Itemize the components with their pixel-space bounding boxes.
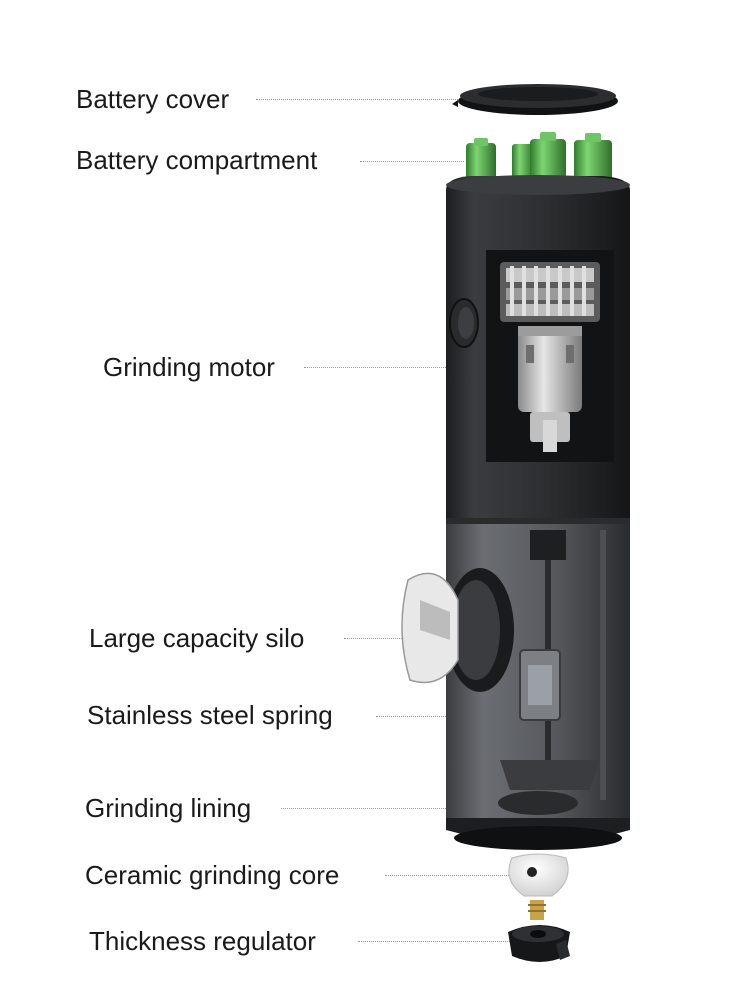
label-stainless-steel-spring: Stainless steel spring	[87, 700, 333, 730]
grinding-lining-part	[446, 791, 630, 850]
label-large-capacity-silo: Large capacity silo	[89, 623, 305, 653]
label-grinding-lining: Grinding lining	[85, 793, 252, 823]
battery-cells	[466, 132, 612, 187]
label-ceramic-grinding-core: Ceramic grinding core	[85, 860, 340, 890]
ceramic-grinding-core-part	[508, 853, 569, 897]
leader-thickness-regulator	[358, 941, 516, 942]
brass-stud-part	[528, 900, 546, 920]
leader-battery-compartment	[360, 161, 464, 162]
leader-battery-cover	[256, 99, 458, 100]
battery-cover-part	[452, 84, 618, 115]
leader-grinding-lining	[281, 808, 524, 809]
grinding-motor-part	[486, 250, 614, 462]
label-thickness-regulator: Thickness regulator	[89, 926, 316, 956]
leader-ceramic-grinding-core	[385, 875, 525, 876]
label-battery-compartment: Battery compartment	[76, 145, 318, 175]
thickness-regulator-part	[508, 925, 570, 962]
label-grinding-motor: Grinding motor	[103, 352, 275, 382]
silo-shell	[401, 518, 630, 822]
label-battery-cover: Battery cover	[76, 84, 230, 114]
leader-grinding-motor	[304, 367, 520, 368]
